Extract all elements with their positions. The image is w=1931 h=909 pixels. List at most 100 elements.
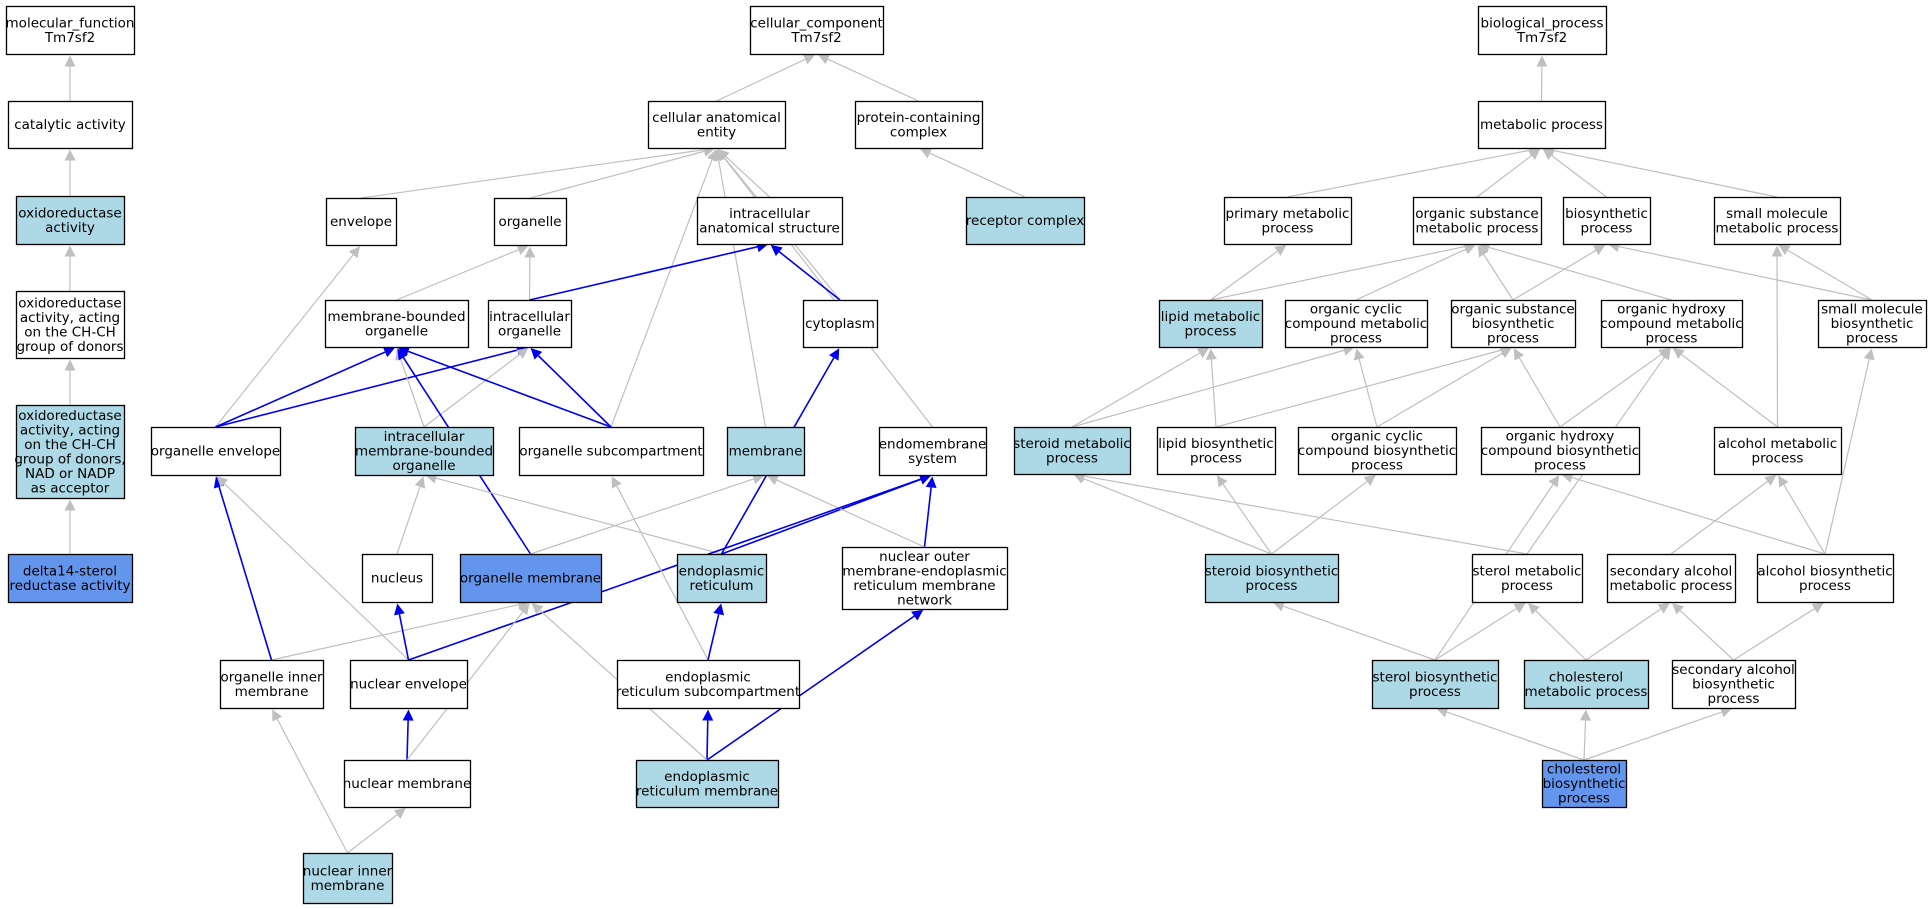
node-label-line: process (1708, 691, 1760, 707)
edge-occmp-to-osmp (1355, 244, 1476, 301)
edge-ermem-to-ersub (702, 709, 714, 761)
edge-line (1551, 155, 1607, 198)
node-box (7, 553, 134, 604)
node-metab[interactable]: metabolic process (1477, 100, 1607, 150)
edge-line (1355, 248, 1466, 301)
edge-line (215, 349, 518, 428)
edge-osbp-to-biosyn (1512, 244, 1606, 301)
edge-osub-to-mbo (397, 346, 612, 428)
node-label-line: process (1409, 684, 1461, 700)
node-label-line: organelle envelope (151, 444, 280, 460)
node-nucleus[interactable]: nucleus (361, 553, 434, 604)
node-orgenv[interactable]: organelle envelope (151, 426, 282, 477)
node-label-line: endoplasmic (679, 563, 765, 579)
node-membrane[interactable]: membrane (726, 426, 806, 477)
node-box (493, 197, 568, 247)
node-box (361, 553, 434, 604)
arrowhead (64, 245, 76, 257)
node-label-line: intracellular (729, 206, 810, 222)
node-label-line: delta14-sterol (23, 563, 117, 579)
node-label-line: organic hydroxy (1506, 429, 1615, 445)
node-label-line: compound biosynthetic (1481, 443, 1639, 459)
node-box (676, 553, 768, 604)
node-catalytic[interactable]: catalytic activity (7, 100, 134, 150)
edge-stbp-to-lbp (1216, 475, 1272, 555)
node-orgmem[interactable]: organelle membrane (459, 553, 603, 604)
node-label-line: biological_process (1481, 15, 1604, 31)
edge-cholbp-to-sabp (1583, 706, 1733, 761)
node-nucenv[interactable]: nuclear envelope (349, 659, 469, 710)
node-organelle[interactable]: organelle (493, 197, 568, 247)
node-box (1412, 196, 1543, 246)
node-box (878, 426, 988, 477)
node-receptor[interactable]: receptor complex (966, 196, 1086, 246)
node-label-line: process (1046, 450, 1098, 466)
node-label-line: organelle inner (220, 669, 323, 685)
edge-line (1210, 250, 1278, 301)
edge-io-to-ias (529, 241, 769, 301)
node-label-line: entity (697, 124, 736, 140)
node-cytoplasm[interactable]: cytoplasm (802, 299, 879, 349)
node-label-line: oxidoreductase (18, 295, 121, 311)
node-label-line: nucleus (371, 571, 423, 587)
node-box (841, 546, 1009, 611)
node-envelope[interactable]: envelope (325, 197, 398, 247)
node-box (1562, 196, 1652, 246)
node-nucmem[interactable]: nuclear membrane (343, 759, 472, 809)
node-nomer[interactable]: nuclear outermembrane-endoplasmicreticul… (841, 546, 1009, 611)
arrowhead (1363, 474, 1376, 486)
arrowhead (1811, 602, 1824, 614)
edge-line (215, 254, 354, 428)
arrowhead (64, 359, 76, 371)
node-osub[interactable]: organelle subcompartment (518, 426, 705, 477)
node-box (1477, 5, 1608, 56)
edge-line (1071, 352, 1200, 428)
edge-orgenv-to-mbo (215, 347, 396, 428)
arrowhead (1764, 474, 1777, 486)
node-label-line: process (1752, 450, 1804, 466)
edge-line (923, 487, 932, 548)
node-label-line: cytoplasm (805, 316, 875, 332)
